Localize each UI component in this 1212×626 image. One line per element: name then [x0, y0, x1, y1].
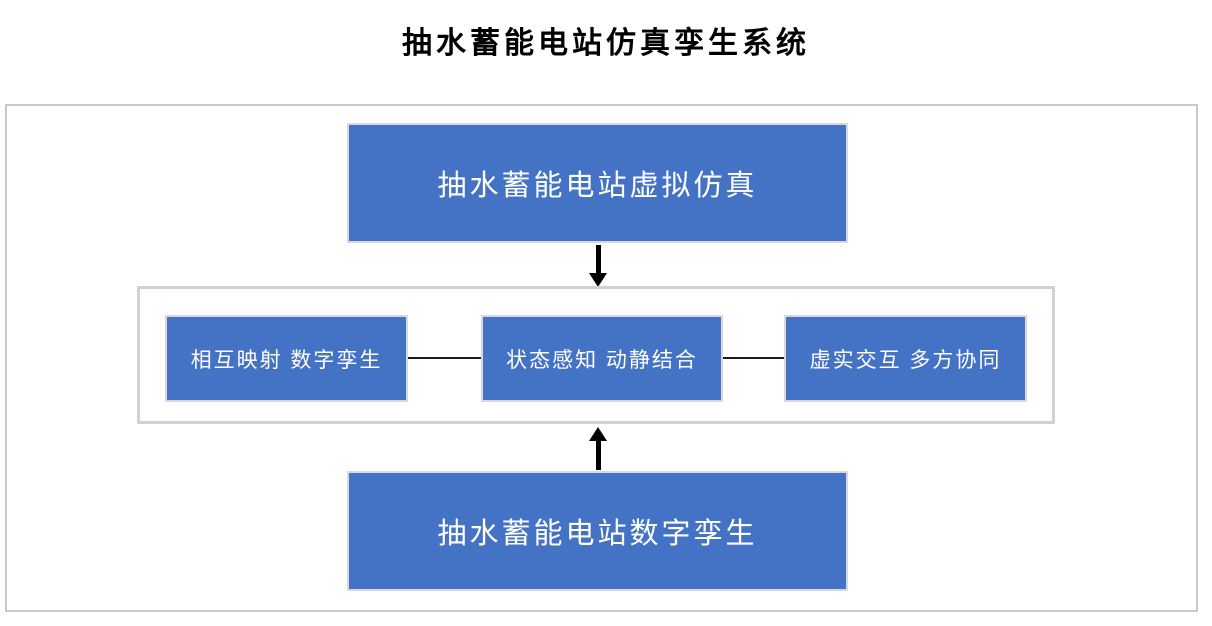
arrow-down-shaft — [596, 245, 601, 275]
feature-box-interaction-label: 虚实交互 多方协同 — [809, 348, 1002, 372]
virtual-simulation-box-label: 抽水蓄能电站虚拟仿真 — [437, 170, 758, 202]
page-title: 抽水蓄能电站仿真孪生系统 — [402, 27, 810, 60]
feature-box-perception-label: 状态感知 动静结合 — [506, 348, 698, 372]
feature-box-interaction: 虚实交互 多方协同 — [784, 315, 1027, 402]
arrow-up-head — [589, 427, 607, 441]
connector-line-left — [408, 357, 481, 359]
arrow-down-head — [589, 273, 607, 287]
virtual-simulation-box: 抽水蓄能电站虚拟仿真 — [347, 123, 848, 243]
feature-box-mapping: 相互映射 数字孪生 — [165, 315, 408, 402]
feature-box-mapping-label: 相互映射 数字孪生 — [190, 348, 383, 372]
feature-box-perception: 状态感知 动静结合 — [481, 315, 723, 402]
digital-twin-box-label: 抽水蓄能电站数字孪生 — [437, 518, 758, 550]
connector-line-right — [723, 357, 784, 359]
digital-twin-box: 抽水蓄能电站数字孪生 — [347, 471, 848, 591]
arrow-up-shaft — [596, 440, 601, 470]
